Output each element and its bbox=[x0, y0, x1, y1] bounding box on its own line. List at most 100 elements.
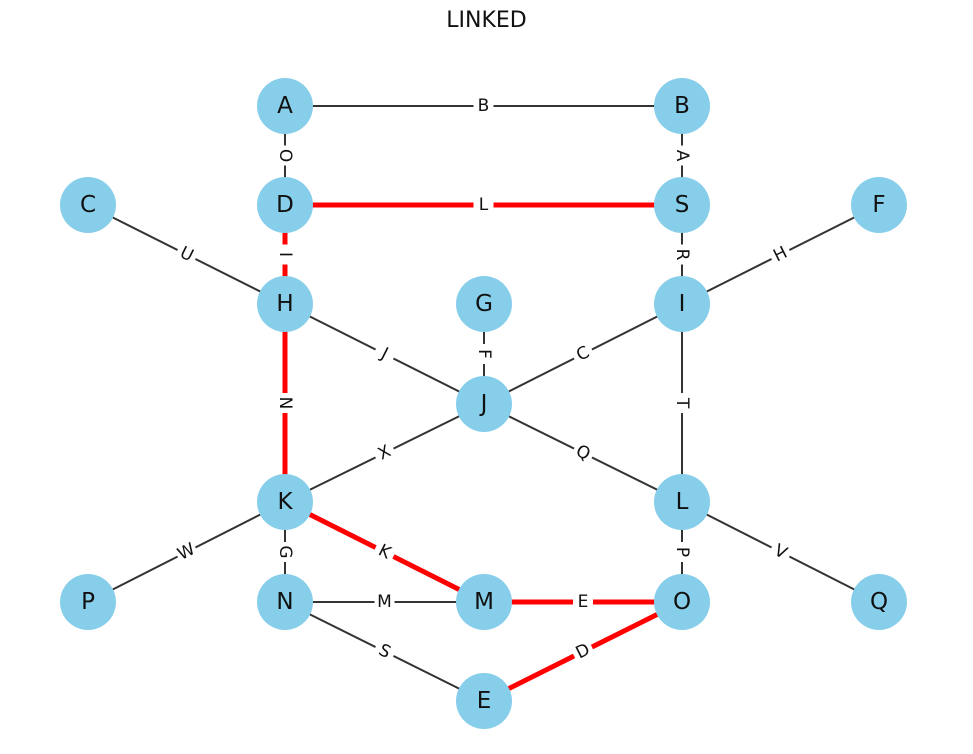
edge-label-group-L-Q: V bbox=[767, 538, 794, 566]
edge-label-group-S-I: R bbox=[672, 244, 692, 265]
node-circle-C bbox=[60, 177, 116, 233]
node-circle-J bbox=[456, 376, 512, 432]
node-G: G bbox=[456, 276, 512, 332]
edge-label-group-K-N: G bbox=[275, 542, 295, 562]
edge-label-background bbox=[473, 96, 494, 116]
edge-label-background bbox=[371, 340, 398, 368]
node-circle-F bbox=[851, 177, 907, 233]
node-circle-N bbox=[257, 574, 313, 630]
edge-label-group-A-B: B bbox=[473, 96, 494, 116]
node-circle-D bbox=[257, 177, 313, 233]
nodes-layer: A B C D S F H G I J K L P N M O Q E bbox=[60, 78, 907, 729]
edge-label-group-M-O: E bbox=[573, 592, 593, 612]
node-label-S: S bbox=[675, 192, 690, 218]
edge-label-background bbox=[275, 244, 295, 265]
edge-label-background bbox=[275, 145, 295, 166]
node-label-C: C bbox=[80, 192, 96, 218]
node-label-B: B bbox=[674, 93, 690, 119]
node-circle-G bbox=[456, 276, 512, 332]
node-circle-Q bbox=[851, 574, 907, 630]
node-circle-L bbox=[654, 474, 710, 530]
edge-label-group-J-K: X bbox=[371, 439, 398, 467]
edge-label-group-H-J: J bbox=[371, 340, 398, 368]
edge-label-background bbox=[275, 393, 295, 413]
edge-label-group-K-M: K bbox=[371, 538, 398, 566]
edge-label-background bbox=[371, 439, 398, 467]
node-label-M: M bbox=[474, 589, 494, 615]
edge-label-background bbox=[672, 393, 692, 413]
node-P: P bbox=[60, 574, 116, 630]
node-S: S bbox=[654, 177, 710, 233]
edge-label-group-I-J: C bbox=[569, 340, 597, 368]
edge-label-group-G-J: F bbox=[474, 344, 494, 364]
node-label-J: J bbox=[479, 391, 488, 417]
node-circle-A bbox=[257, 78, 313, 134]
node-I: I bbox=[654, 276, 710, 332]
edge-label-H-K: N bbox=[275, 397, 295, 410]
node-B: B bbox=[654, 78, 710, 134]
edge-label-background bbox=[371, 638, 398, 665]
node-N: N bbox=[257, 574, 313, 630]
edge-label-background bbox=[569, 439, 597, 467]
edge-label-K-N: G bbox=[275, 545, 295, 558]
node-C: C bbox=[60, 177, 116, 233]
edge-label-background bbox=[275, 542, 295, 562]
edge-label-background bbox=[573, 592, 593, 612]
edge-label-A-D: O bbox=[275, 149, 295, 162]
node-label-O: O bbox=[673, 589, 691, 615]
node-label-I: I bbox=[679, 291, 686, 317]
node-Q: Q bbox=[851, 574, 907, 630]
node-E: E bbox=[456, 673, 512, 729]
edge-label-group-I-L: T bbox=[672, 393, 692, 413]
node-circle-K bbox=[257, 474, 313, 530]
node-circle-S bbox=[654, 177, 710, 233]
edge-label-D-H: I bbox=[275, 252, 295, 257]
node-label-Q: Q bbox=[870, 589, 888, 615]
edge-label-background bbox=[173, 241, 200, 268]
edge-label-M-O: E bbox=[578, 592, 589, 612]
edge-label-background bbox=[767, 538, 794, 566]
node-H: H bbox=[257, 276, 313, 332]
edge-label-N-M: M bbox=[377, 592, 392, 612]
edge-label-S-I: R bbox=[672, 249, 692, 261]
graph-title: LINKED bbox=[446, 8, 527, 33]
node-label-N: N bbox=[276, 589, 293, 615]
edge-label-F-I: H bbox=[770, 243, 790, 267]
edge-label-group-N-M: M bbox=[374, 592, 395, 612]
edge-label-L-O: P bbox=[672, 547, 692, 557]
edge-label-background bbox=[672, 145, 692, 166]
edge-label-group-C-H: U bbox=[173, 241, 200, 268]
edge-label-background bbox=[473, 195, 494, 215]
edge-label-background bbox=[374, 592, 395, 612]
edge-label-group-J-L: Q bbox=[569, 439, 597, 467]
node-circle-M bbox=[456, 574, 512, 630]
node-label-K: K bbox=[277, 489, 293, 515]
node-F: F bbox=[851, 177, 907, 233]
edge-label-I-L: T bbox=[672, 397, 692, 409]
edge-label-A-B: B bbox=[478, 96, 490, 116]
node-O: O bbox=[654, 574, 710, 630]
node-circle-O bbox=[654, 574, 710, 630]
node-label-P: P bbox=[81, 589, 95, 615]
node-A: A bbox=[257, 78, 313, 134]
node-M: M bbox=[456, 574, 512, 630]
edge-label-group-B-S: A bbox=[672, 145, 692, 166]
edge-label-group-F-I: H bbox=[767, 241, 794, 268]
edge-label-group-O-E: D bbox=[569, 638, 597, 665]
node-label-E: E bbox=[477, 688, 492, 714]
node-label-H: H bbox=[276, 291, 293, 317]
edge-label-G-J: F bbox=[474, 349, 494, 359]
edge-label-D-S: L bbox=[479, 195, 489, 215]
edge-label-background bbox=[474, 344, 494, 364]
edge-label-group-H-K: N bbox=[275, 393, 295, 413]
node-D: D bbox=[257, 177, 313, 233]
edge-label-group-K-P: W bbox=[173, 538, 200, 566]
node-label-F: F bbox=[872, 192, 885, 218]
node-circle-P bbox=[60, 574, 116, 630]
edge-label-group-L-O: P bbox=[672, 542, 692, 562]
node-label-G: G bbox=[475, 291, 493, 317]
edge-label-background bbox=[569, 638, 597, 665]
node-circle-E bbox=[456, 673, 512, 729]
node-J: J bbox=[456, 376, 512, 432]
